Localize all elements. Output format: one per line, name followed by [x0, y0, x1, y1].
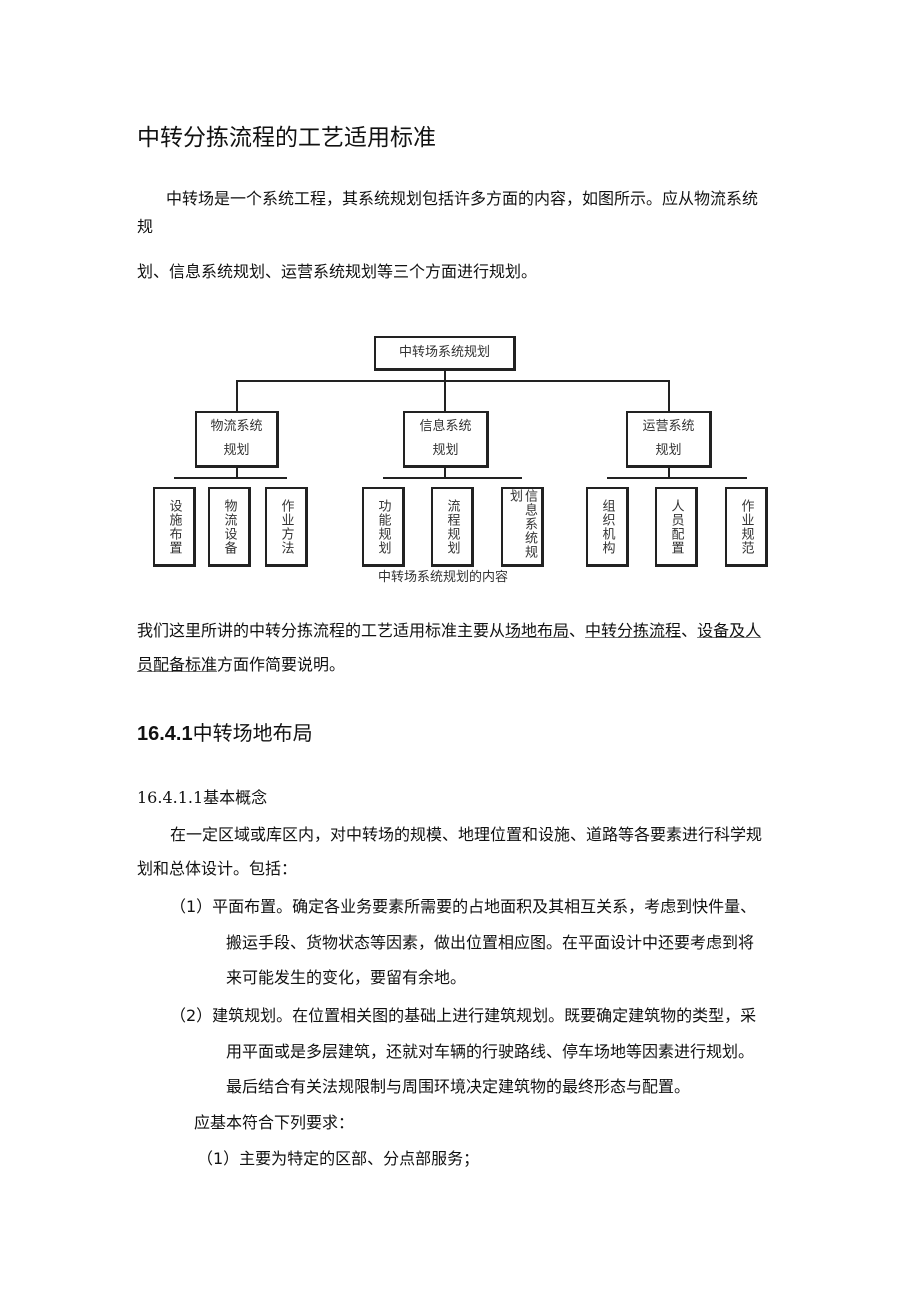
connector [383, 477, 522, 479]
list-item: 用平面或是多层建筑，还就对车辆的行驶路线、停车场地等因素进行规划。 [226, 1042, 755, 1061]
list-item: （2）建筑规划。在位置相关图的基础上进行建筑规划。既要确定建筑物的类型，采 [170, 1006, 757, 1025]
leaf-box: 组织机构 [586, 487, 629, 567]
connector [174, 477, 287, 479]
separator: 、 [681, 621, 698, 640]
paragraph: 应基本符合下列要求： [194, 1113, 355, 1132]
summary-text: 我们这里所讲的中转分拣流程的工艺适用标准主要从 [137, 621, 506, 640]
section-number: 16.4.1 [137, 723, 193, 745]
separator: 、 [569, 621, 586, 640]
intro-text: 规 [137, 217, 154, 236]
paragraph: 在一定区域或库区内，对中转场的规模、地理位置和设施、道路等各要素进行科学规 [170, 825, 763, 844]
list-item: （1）平面布置。确定各业务要素所需要的占地面积及其相互关系，考虑到快件量、 [170, 897, 757, 916]
connector [668, 380, 670, 411]
link-site-layout[interactable]: 场地布局 [505, 621, 570, 640]
branch-box-logistics: 物流系统规划 [195, 411, 279, 468]
connector [668, 468, 670, 478]
summary-line: 我们这里所讲的中转分拣流程的工艺适用标准主要从场地布局、中转分拣流程、设备及人 [137, 617, 761, 641]
list-item: 最后结合有关法规限制与周围环境决定建筑物的最终形态与配置。 [226, 1077, 691, 1096]
section-title: 中转场地布局 [192, 721, 313, 745]
branch-label: 规划 [223, 443, 250, 458]
branch-label: 规划 [432, 443, 459, 458]
connector [236, 380, 670, 382]
summary-text: 方面作简要说明。 [217, 655, 346, 674]
list-item: 搬运手段、货物状态等因素，做出位置相应图。在平面设计中还要考虑到将 [226, 933, 755, 952]
connector [236, 468, 238, 478]
diagram-root-label: 中转场系统规划 [398, 345, 490, 360]
paragraph: 划和总体设计。包括： [137, 859, 298, 878]
connector [444, 371, 446, 381]
branch-label: 运营系统 [642, 419, 695, 434]
branch-label: 信息系统 [419, 419, 472, 434]
branch-box-operations: 运营系统规划 [626, 411, 712, 468]
connector [444, 380, 446, 411]
page-title: 中转分拣流程的工艺适用标准 [137, 125, 436, 151]
diagram-caption: 中转场系统规划的内容 [378, 570, 509, 585]
diagram-root-box: 中转场系统规划 [374, 336, 516, 371]
leaf-box: 人员配置 [655, 487, 698, 567]
summary-line: 员配备标准方面作简要说明。 [137, 651, 345, 675]
intro-text: 划、信息系统规划、运营系统规划等三个方面进行规划。 [137, 262, 538, 281]
leaf-box: 设施布置 [153, 487, 196, 567]
subsection-heading: 16.4.1.1基本概念 [137, 788, 268, 807]
list-item: （1）主要为特定的区部、分点部服务； [197, 1149, 480, 1168]
list-item: 来可能发生的变化，要留有余地。 [226, 968, 467, 987]
leaf-box: 流程规划 [431, 487, 474, 567]
link-sorting-process[interactable]: 中转分拣流程 [585, 621, 682, 640]
branch-box-information: 信息系统规划 [403, 411, 489, 468]
connector [236, 380, 238, 411]
section-heading: 16.4.1中转场地布局 [137, 717, 313, 746]
link-equipment-staffing[interactable]: 设备及人 [697, 621, 762, 640]
leaf-box: 信息系统规划 [501, 487, 544, 567]
leaf-box: 作业规范 [725, 487, 768, 567]
leaf-box: 作业方法 [265, 487, 308, 567]
leaf-box: 物流设备 [208, 487, 251, 567]
link-equipment-staffing[interactable]: 员配备标准 [137, 655, 218, 674]
branch-label: 规划 [655, 443, 682, 458]
branch-label: 物流系统 [210, 419, 263, 434]
intro-text: 中转场是一个系统工程，其系统规划包括许多方面的内容，如图所示。应从物流系统 [166, 189, 759, 208]
leaf-box: 功能规划 [362, 487, 405, 567]
connector [444, 468, 446, 478]
connector [607, 477, 747, 479]
